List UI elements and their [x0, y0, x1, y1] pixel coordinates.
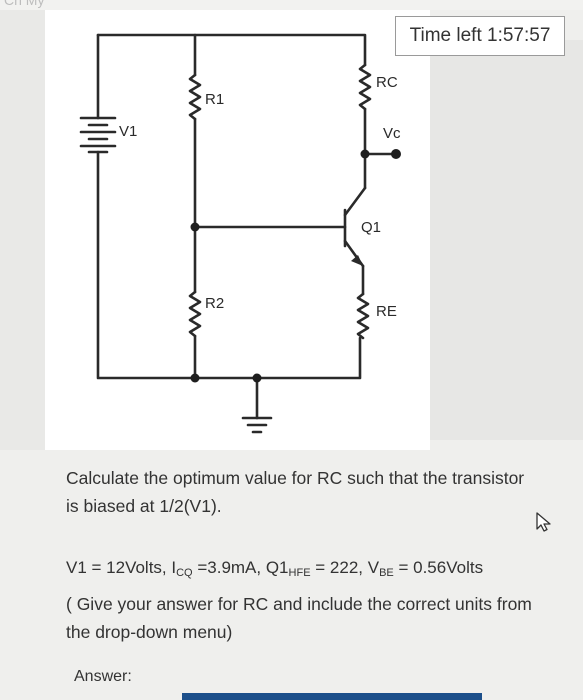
label-v1: V1	[119, 123, 137, 140]
given-v1: V1 = 12Volts, I	[66, 558, 177, 577]
time-left-timer: Time left 1:57:57	[395, 16, 565, 56]
given-icq-value: =3.9mA, Q1	[192, 558, 289, 577]
wire-left-bottom	[96, 150, 362, 380]
label-re: RE	[376, 303, 397, 320]
answer-instruction: ( Give your answer for RC and include th…	[66, 594, 532, 642]
transistor-collector	[343, 186, 367, 217]
mouse-cursor-icon	[536, 512, 551, 532]
junction-dot-base	[190, 222, 200, 232]
given-icq-subscript: CQ	[176, 567, 193, 579]
label-vc: Vc	[383, 125, 401, 142]
resistor-re	[356, 292, 370, 340]
junction-dot-bottom-left	[190, 373, 200, 383]
side-band	[430, 40, 583, 440]
junction-dot-ground	[252, 373, 262, 383]
answer-input-field[interactable]	[182, 693, 482, 700]
clipped-header-text: Ch My	[4, 0, 45, 8]
circuit-schematic: V1 R1 R2 RC Vc Q1 RE	[79, 33, 401, 434]
label-q1: Q1	[361, 219, 381, 236]
given-vbe-subscript: BE	[379, 567, 394, 579]
output-terminal-dot	[391, 149, 401, 159]
label-r2: R2	[205, 295, 224, 312]
given-hfe-value: = 222, V	[310, 558, 380, 577]
resistor-r1	[188, 73, 202, 121]
given-values: V1 = 12Volts, ICQ =3.9mA, Q1HFE = 222, V…	[66, 554, 536, 587]
question-prompt: Calculate the optimum value for RC such …	[66, 468, 525, 516]
junction-dot-vc	[360, 149, 370, 159]
circuit-diagram: V1 R1 R2 RC Vc Q1 RE	[45, 10, 430, 450]
label-r1: R1	[205, 91, 224, 108]
resistor-r2	[188, 290, 202, 338]
browser-top-strip: Ch My	[0, 0, 583, 10]
left-margin	[0, 10, 45, 450]
wire-top	[96, 33, 367, 67]
emitter-arrow	[351, 255, 363, 266]
given-vbe-value: = 0.56Volts	[393, 558, 484, 577]
label-rc: RC	[376, 74, 398, 91]
answer-label: Answer:	[74, 668, 132, 685]
given-hfe-subscript: HFE	[288, 567, 311, 579]
resistor-rc	[358, 63, 372, 111]
